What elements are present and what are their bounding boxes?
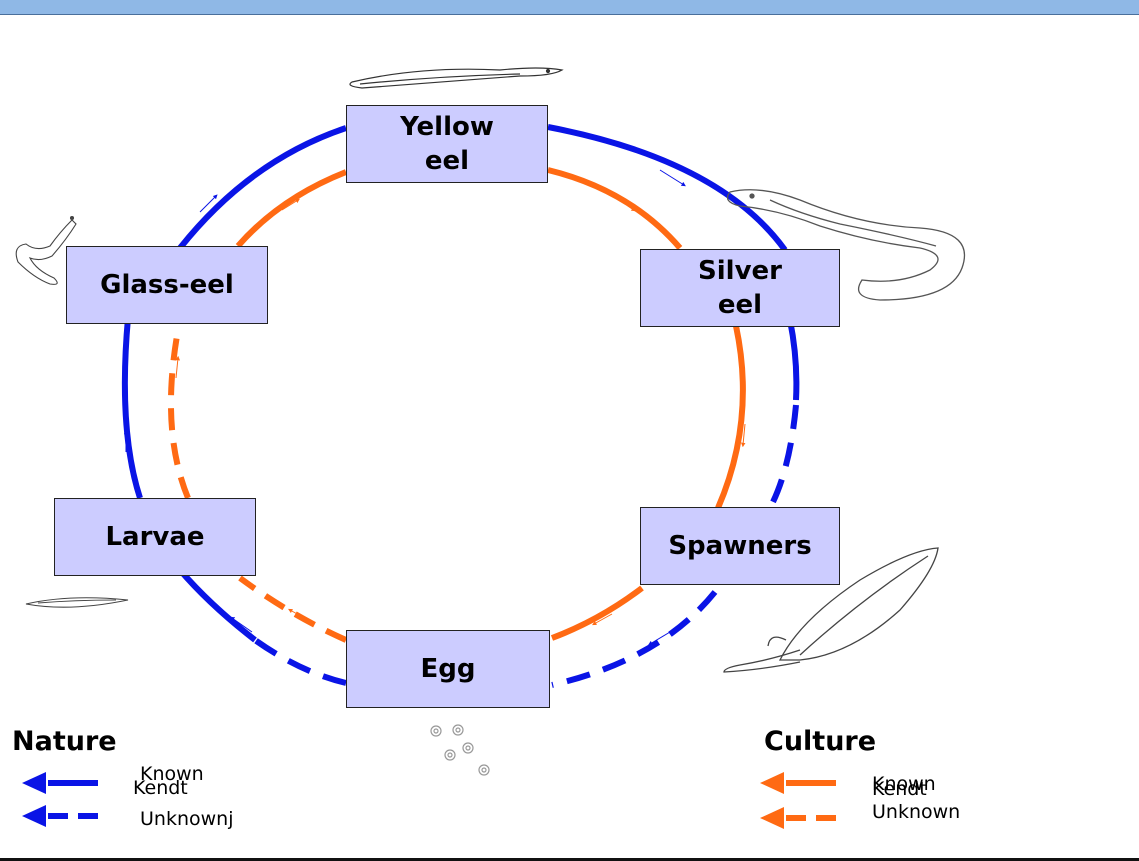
legend-nature-unknown-label: Unknownj xyxy=(140,808,233,830)
stage-yellow-eel-label: Yellow eel xyxy=(400,110,494,178)
nature-arc-silver-to-spawners xyxy=(790,320,796,400)
nature-arc-egg-to-larvae-unknown xyxy=(255,640,346,683)
culture-arrow-larvae-glass xyxy=(176,358,178,378)
eggs-drawing xyxy=(431,725,489,775)
yellow-eel-drawing xyxy=(350,68,562,88)
nature-arc-glass-to-yellow xyxy=(180,128,346,248)
stage-egg: Egg xyxy=(346,630,550,708)
legend-culture-title: Culture xyxy=(764,726,876,757)
stage-spawners: Spawners xyxy=(640,507,840,585)
stage-larvae: Larvae xyxy=(54,498,256,576)
legend-culture-unknown-arrow xyxy=(760,807,836,829)
stage-egg-label: Egg xyxy=(421,652,476,686)
legend-nature-unknown-arrow xyxy=(22,805,98,827)
nature-arrow-yellow-silver xyxy=(660,170,684,185)
stage-glass-eel-label: Glass-eel xyxy=(100,268,234,302)
culture-arc-larvae-to-glass-unknown xyxy=(171,330,188,498)
stage-yellow-eel: Yellow eel xyxy=(346,105,548,183)
stage-glass-eel: Glass-eel xyxy=(66,246,268,324)
culture-arc-silver-to-spawners xyxy=(718,326,743,508)
stage-silver-eel: Silver eel xyxy=(640,249,840,327)
legend-nature-known-arrow xyxy=(22,772,98,794)
legend-nature-title: Nature xyxy=(12,726,117,757)
culture-arc-egg-to-larvae-unknown xyxy=(240,578,346,640)
legend-culture-known-translation: Kendt xyxy=(872,778,927,800)
stage-larvae-label: Larvae xyxy=(105,520,204,554)
nature-arc-larvae-to-glass xyxy=(125,318,140,498)
legend-culture-unknown-label: Unknown xyxy=(872,801,960,823)
legend-nature-known-translation: Kendt xyxy=(133,777,188,799)
nature-arc-spawners-to-egg-unknown xyxy=(552,592,715,685)
nature-arrow-spawners-egg xyxy=(650,632,670,644)
stage-silver-eel-label: Silver eel xyxy=(698,254,782,322)
legend-culture-known-arrow xyxy=(760,772,836,794)
culture-arc-glass-to-yellow xyxy=(238,172,346,246)
stage-spawners-label: Spawners xyxy=(668,529,811,563)
nature-arc-silver-to-spawners-unknown xyxy=(770,405,796,508)
larva-drawing xyxy=(26,598,128,607)
culture-arc-spawners-to-egg xyxy=(552,588,642,638)
culture-arc-yellow-to-silver xyxy=(548,170,680,248)
